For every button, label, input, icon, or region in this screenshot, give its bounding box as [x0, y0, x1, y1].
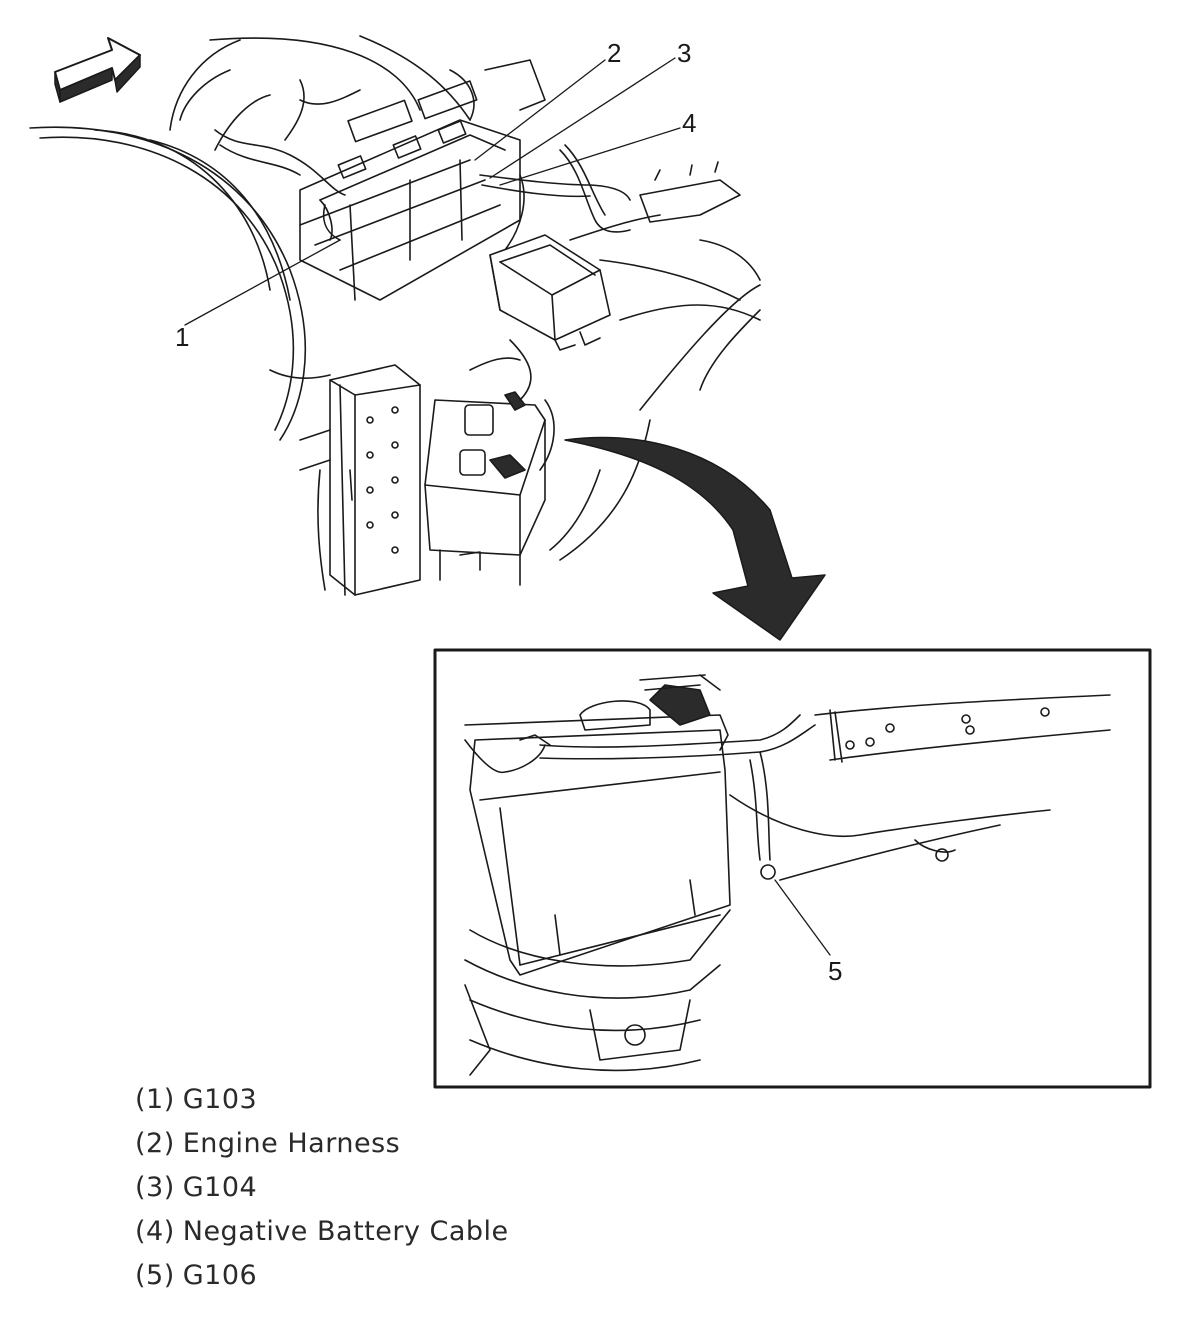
legend-number: (4) [135, 1216, 175, 1247]
legend-item-3: (3)G104 [135, 1166, 517, 1210]
callout-1: 1 [175, 322, 189, 352]
curved-arrow-icon [564, 436, 826, 641]
battery [424, 339, 555, 586]
callout-2: 2 [607, 38, 621, 68]
legend-label: G103 [182, 1084, 258, 1115]
legend-label: Negative Battery Cable [182, 1216, 509, 1247]
legend-number: (5) [135, 1260, 175, 1291]
legend-label: Engine Harness [182, 1128, 401, 1159]
legend-item-4: (4)Negative Battery Cable [135, 1210, 517, 1254]
callout-4: 4 [682, 108, 696, 138]
legend-number: (2) [135, 1128, 175, 1159]
legend-number: (1) [135, 1084, 175, 1115]
legend-number: (3) [135, 1172, 175, 1203]
callout-5: 5 [828, 956, 842, 986]
legend-item-5: (5)G106 [135, 1254, 517, 1298]
callout-3: 3 [677, 38, 691, 68]
legend-label: G106 [182, 1260, 258, 1291]
legend: (1)G103 (2)Engine Harness (3)G104 (4)Neg… [135, 1078, 517, 1298]
legend-label: G104 [182, 1172, 258, 1203]
frame-rail [269, 364, 421, 596]
engine-bay-drawing [29, 35, 761, 596]
fuse-block [489, 234, 611, 351]
detail-inset [433, 648, 1152, 1089]
forward-arrow-icon [54, 37, 141, 103]
legend-item-2: (2)Engine Harness [135, 1122, 517, 1166]
legend-item-1: (1)G103 [135, 1078, 517, 1122]
